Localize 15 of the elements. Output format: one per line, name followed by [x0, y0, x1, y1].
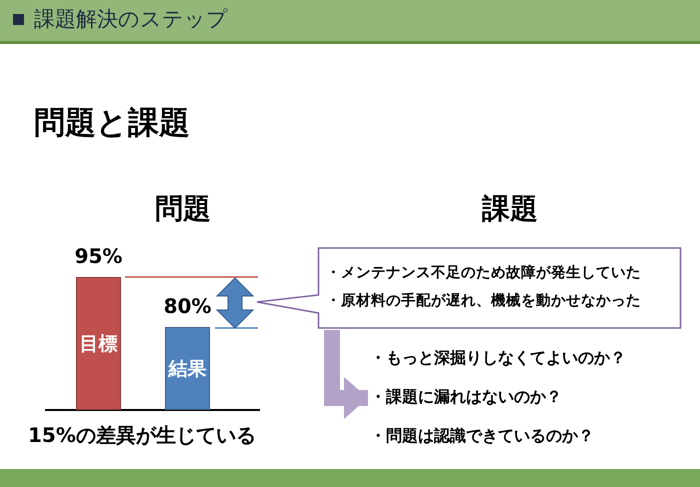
question-text: ・課題に漏れはないのか？: [370, 387, 562, 408]
callout-text: ・メンテナンス不足のため故障が発生していた: [326, 264, 641, 282]
bent-arrow: [324, 330, 368, 419]
section-heading: 問題と課題: [34, 104, 190, 143]
column-heading: 問題: [154, 191, 212, 227]
slide-title: 課題解決のステップ: [34, 6, 228, 33]
result-bar: 結果: [165, 327, 210, 410]
value-label: 95%: [74, 244, 124, 268]
value-label: 80%: [162, 294, 212, 318]
note-text: 15%の差異が生じている: [28, 422, 256, 449]
target-bar: 目標: [76, 277, 121, 410]
callout-text: ・原材料の手配が遅れ、機械を動かせなかった: [326, 292, 641, 310]
question-text: ・もっと深掘りしなくてよいのか？: [370, 348, 626, 369]
question-text: ・問題は認識できているのか？: [370, 426, 594, 447]
column-heading: 課題: [480, 191, 539, 227]
